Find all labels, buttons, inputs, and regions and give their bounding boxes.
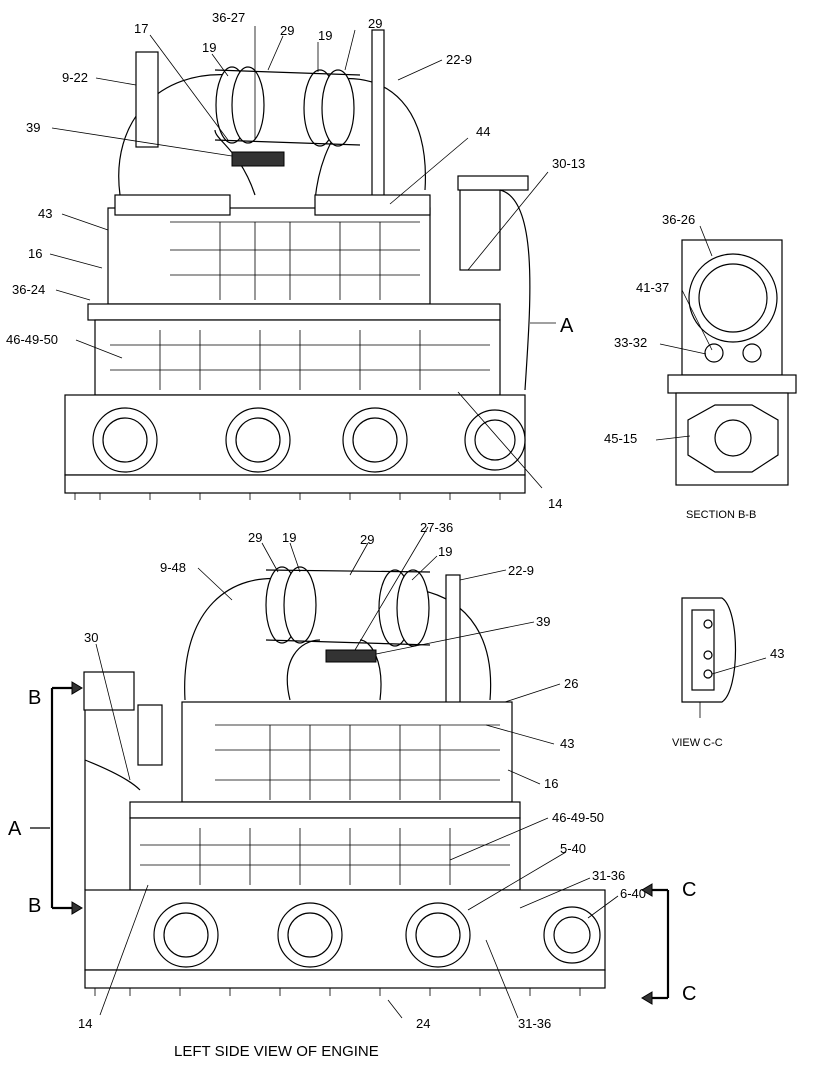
section-marker-b-top: B [28, 687, 41, 709]
section-marker-c-bottom: C [682, 983, 696, 1005]
label-upper-16: 16 [28, 246, 42, 261]
label-section-41-37: 41-37 [636, 280, 669, 295]
label-section-33-32: 33-32 [614, 335, 647, 350]
label-upper-43: 43 [38, 206, 52, 221]
label-lower-30: 30 [84, 630, 98, 645]
section-cut-bracket-c [641, 883, 670, 1005]
label-upper-14: 14 [548, 496, 562, 511]
section-marker-a-top: A [560, 315, 574, 337]
lower-leaders [95, 526, 619, 1019]
label-upper-17: 17 [134, 21, 148, 36]
label-lower-9-48: 9-48 [160, 560, 186, 575]
label-lower-43: 43 [560, 736, 574, 751]
lower-engine-view [83, 566, 606, 996]
label-lower-31-36b: 31-36 [518, 1016, 551, 1031]
label-lower-31-36a: 31-36 [592, 868, 625, 883]
label-lower-5-40: 5-40 [560, 841, 586, 856]
lower-clamps [265, 566, 431, 647]
view-cc [681, 597, 737, 718]
lower-exhaust-ports [153, 902, 601, 968]
label-upper-36-24: 36-24 [12, 282, 45, 297]
label-view-43: 43 [770, 646, 784, 661]
label-lower-46-49-50: 46-49-50 [552, 810, 604, 825]
upper-engine-view [64, 29, 531, 500]
label-lower-19a: 19 [282, 530, 296, 545]
label-lower-24: 24 [416, 1016, 430, 1031]
section-bb-caption: SECTION B-B [686, 509, 756, 521]
diagram-title: LEFT SIDE VIEW OF ENGINE [174, 1043, 379, 1060]
label-upper-44: 44 [476, 124, 490, 139]
label-lower-26: 26 [564, 676, 578, 691]
label-upper-19a: 19 [202, 40, 216, 55]
label-upper-9-22: 9-22 [62, 70, 88, 85]
label-lower-39: 39 [536, 614, 550, 629]
label-upper-29a: 29 [280, 23, 294, 38]
label-upper-22-9: 22-9 [446, 52, 472, 67]
label-section-36-26: 36-26 [662, 212, 695, 227]
label-lower-16: 16 [544, 776, 558, 791]
section-marker-b-bottom: B [28, 895, 41, 917]
upper-exhaust-ports [92, 407, 526, 473]
section-marker-a-left: A [8, 818, 22, 840]
upper-clamps [214, 66, 361, 147]
label-upper-39: 39 [26, 120, 40, 135]
label-upper-36-27: 36-27 [212, 10, 245, 25]
label-upper-46-49-50: 46-49-50 [6, 332, 58, 347]
label-lower-6-40: 6-40 [620, 886, 646, 901]
section-cut-bracket-b [30, 681, 83, 915]
label-upper-19b: 19 [318, 28, 332, 43]
label-upper-29b: 29 [368, 16, 382, 31]
label-section-45-15: 45-15 [604, 431, 637, 446]
label-lower-14: 14 [78, 1016, 92, 1031]
label-upper-30-13: 30-13 [552, 156, 585, 171]
label-lower-19b: 19 [438, 544, 452, 559]
view-cc-caption: VIEW C-C [672, 737, 723, 749]
label-lower-22-9: 22-9 [508, 563, 534, 578]
section-marker-c-top: C [682, 879, 696, 901]
section-bb-view [667, 239, 797, 486]
label-lower-27-36: 27-36 [420, 520, 453, 535]
upper-leaders [49, 26, 556, 489]
label-lower-29a: 29 [248, 530, 262, 545]
label-lower-29b: 29 [360, 532, 374, 547]
